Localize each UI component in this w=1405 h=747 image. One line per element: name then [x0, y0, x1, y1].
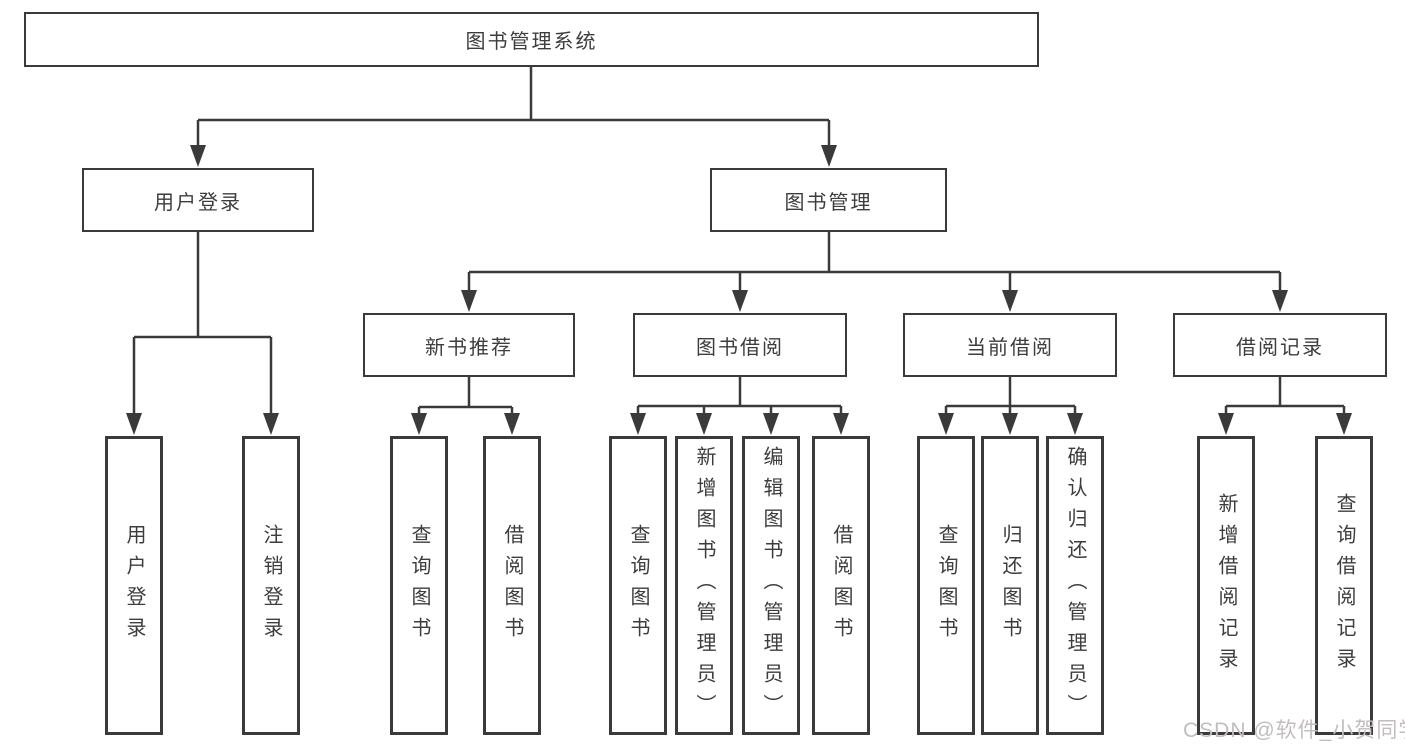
connector-books-to-level3 — [461, 232, 1288, 312]
arrowhead — [763, 413, 779, 435]
node-borrow-add-books-admin: 新增图书（管理员） — [675, 436, 733, 735]
node-borrow-query-books: 查询图书 — [609, 436, 667, 735]
arrowhead — [1218, 413, 1234, 435]
node-newbooks-borrow-books: 借阅图书 — [483, 436, 541, 735]
node-book-borrow: 图书借阅 — [633, 313, 847, 377]
leaf-label: 编辑图书（管理员） — [760, 446, 782, 725]
node-current-confirm-return-admin: 确认归还（管理员） — [1046, 436, 1104, 735]
node-book-management: 图书管理 — [710, 168, 947, 232]
node-login: 用户登录 — [82, 168, 314, 232]
leaf-label: 新增借阅记录 — [1215, 492, 1237, 679]
arrowhead — [411, 413, 427, 435]
leaf-label: 查询图书 — [627, 523, 649, 648]
arrowhead — [1067, 413, 1083, 435]
arrowhead — [461, 290, 477, 312]
node-user-login: 用户登录 — [105, 436, 163, 735]
connector-records-to-leaves — [1218, 377, 1352, 435]
leaf-label: 确认归还（管理员） — [1064, 446, 1086, 725]
connector-current-to-leaves — [938, 377, 1083, 435]
arrowhead — [190, 145, 206, 167]
arrowhead — [938, 413, 954, 435]
connector-borrow-to-leaves — [630, 377, 849, 435]
node-current-borrow: 当前借阅 — [903, 313, 1117, 377]
arrowhead — [630, 413, 646, 435]
node-new-book-recommend: 新书推荐 — [363, 313, 575, 377]
arrowhead — [126, 413, 142, 435]
node-newbooks-query-books: 查询图书 — [390, 436, 448, 735]
node-records-query-record: 查询借阅记录 — [1315, 436, 1373, 735]
node-logout: 注销登录 — [242, 436, 300, 735]
arrowhead — [732, 290, 748, 312]
arrowhead — [263, 413, 279, 435]
node-borrow-records: 借阅记录 — [1173, 313, 1387, 377]
leaf-label: 借阅图书 — [501, 523, 523, 648]
leaf-label: 用户登录 — [123, 523, 145, 648]
arrowhead — [1002, 290, 1018, 312]
leaf-label: 注销登录 — [260, 523, 282, 648]
node-borrow-edit-books-admin: 编辑图书（管理员） — [742, 436, 800, 735]
leaf-label: 新增图书（管理员） — [693, 446, 715, 725]
arrowhead — [1002, 413, 1018, 435]
node-current-query-books: 查询图书 — [917, 436, 975, 735]
csdn-watermark: CSDN @软件_小贺同学 — [1183, 719, 1405, 742]
arrowhead — [504, 413, 520, 435]
connector-newbooks-to-leaves — [411, 377, 520, 435]
node-borrow-borrow-books: 借阅图书 — [812, 436, 870, 735]
leaf-label: 借阅图书 — [830, 523, 852, 648]
connector-login-to-leaves — [126, 232, 279, 435]
connector-root-to-level2 — [190, 66, 837, 167]
node-root: 图书管理系统 — [24, 12, 1039, 67]
arrowhead — [696, 413, 712, 435]
leaf-label: 查询图书 — [935, 523, 957, 648]
node-current-return-books: 归还图书 — [981, 436, 1039, 735]
arrowhead — [821, 145, 837, 167]
node-records-add-record: 新增借阅记录 — [1197, 436, 1255, 735]
leaf-label: 归还图书 — [999, 523, 1021, 648]
arrowhead — [1272, 290, 1288, 312]
arrowhead — [1336, 413, 1352, 435]
arrowhead — [833, 413, 849, 435]
leaf-label: 查询图书 — [408, 523, 430, 648]
leaf-label: 查询借阅记录 — [1333, 492, 1355, 679]
